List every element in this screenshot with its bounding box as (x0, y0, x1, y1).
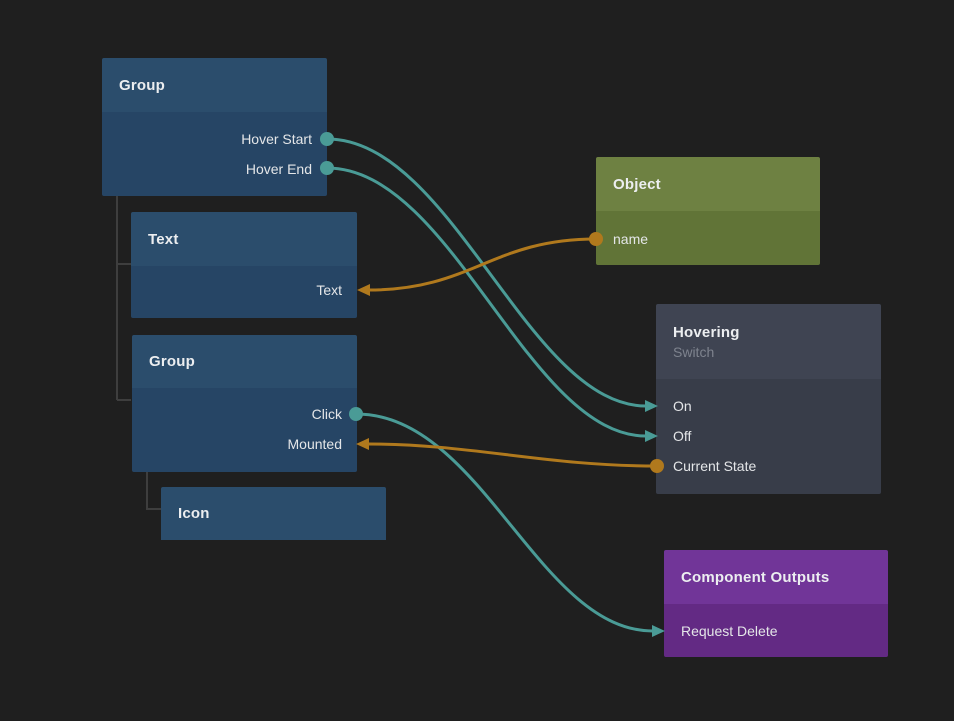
port-request-delete[interactable]: Request Delete (664, 616, 888, 646)
node-icon[interactable]: Icon (161, 487, 386, 540)
connection-current-state-to-mounted[interactable] (366, 442, 659, 468)
node-group-1-body: Hover Start Hover End (102, 112, 327, 196)
port-off[interactable]: Off (656, 421, 881, 451)
connection-hover-start-to-on[interactable] (325, 137, 648, 408)
node-title: Hovering (673, 323, 740, 341)
node-text[interactable]: Text Text (131, 212, 357, 318)
node-component-outputs-body: Request Delete (664, 604, 888, 657)
node-component-outputs-header[interactable]: Component Outputs (664, 550, 888, 604)
port-label: Click (311, 406, 342, 422)
node-group-1-header[interactable]: Group (102, 58, 327, 112)
connection-click-to-request-delete[interactable] (354, 412, 655, 633)
port-label: Mounted (287, 436, 342, 452)
port-label: Hover End (245, 161, 312, 177)
node-subtitle: Switch (673, 343, 715, 360)
node-group-2-header[interactable]: Group (132, 335, 357, 388)
node-title: Text (148, 230, 179, 248)
node-component-outputs[interactable]: Component Outputs Request Delete (664, 550, 888, 657)
node-title: Object (613, 175, 661, 193)
node-hovering-body: On Off Current State (656, 379, 881, 494)
port-hover-end[interactable]: Hover End (102, 154, 327, 184)
node-object[interactable]: Object name (596, 157, 820, 265)
hierarchy-line-icon (146, 472, 161, 510)
port-name[interactable]: name (596, 224, 820, 254)
port-label: Request Delete (681, 623, 778, 639)
port-on[interactable]: On (656, 391, 881, 421)
node-group-2[interactable]: Group Click Mounted (132, 335, 357, 472)
port-mounted[interactable]: Mounted (132, 429, 357, 459)
port-label: Off (673, 428, 692, 444)
connection-hover-end-to-off[interactable] (325, 166, 648, 438)
node-object-header[interactable]: Object (596, 157, 820, 211)
node-group-2-body: Click Mounted (132, 388, 357, 472)
node-hovering-header[interactable]: Hovering Switch (656, 304, 881, 379)
node-icon-header[interactable]: Icon (161, 487, 386, 540)
node-object-body: name (596, 211, 820, 265)
node-title: Group (149, 353, 195, 370)
port-label: Current State (673, 458, 757, 474)
port-click[interactable]: Click (132, 399, 357, 429)
port-label: name (613, 231, 649, 247)
node-hovering-switch[interactable]: Hovering Switch On Off Current State (656, 304, 881, 494)
node-text-header[interactable]: Text (131, 212, 357, 266)
connection-name-to-text[interactable] (367, 237, 598, 292)
port-current-state[interactable]: Current State (656, 451, 881, 481)
port-label: On (673, 398, 692, 414)
port-label: Hover Start (241, 131, 312, 147)
node-title: Group (119, 76, 165, 94)
node-text-body: Text (131, 266, 357, 318)
port-label: Text (316, 282, 342, 298)
node-title: Icon (178, 505, 210, 522)
node-group-1[interactable]: Group Hover Start Hover End (102, 58, 327, 196)
hierarchy-line-group-children (116, 196, 131, 401)
node-title: Component Outputs (681, 568, 830, 586)
port-text-input[interactable]: Text (131, 275, 357, 305)
port-hover-start[interactable]: Hover Start (102, 124, 327, 154)
